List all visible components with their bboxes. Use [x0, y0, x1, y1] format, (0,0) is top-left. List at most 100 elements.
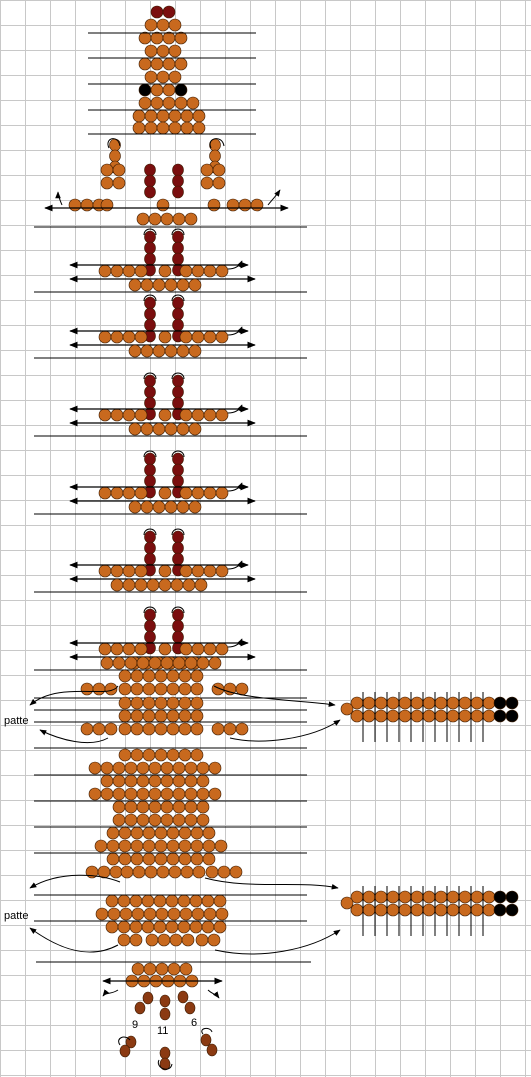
thorax-bead [178, 682, 192, 696]
abdomen-bead [196, 800, 210, 814]
pincer-loop [107, 138, 121, 149]
abdomen-bead [172, 787, 186, 801]
thorax-bead [196, 656, 210, 670]
thorax-bead [154, 722, 168, 736]
body-bead [203, 408, 217, 422]
thorax-bead [117, 894, 131, 908]
abdomen-bead [118, 839, 132, 853]
body-bead [122, 642, 136, 656]
body-bead [191, 642, 205, 656]
leg-bead [144, 307, 156, 321]
body-bead [134, 564, 148, 578]
abdomen-bead [106, 852, 120, 866]
abdomen-bead [112, 761, 126, 775]
head-bead [138, 96, 152, 110]
pincer-bead [209, 149, 221, 163]
pincer-loop [209, 138, 225, 149]
body-bead [100, 198, 114, 212]
leg-strip-bead [458, 890, 472, 904]
thorax-bead [189, 920, 203, 934]
tail-bead [143, 962, 157, 976]
body-bead [122, 330, 136, 344]
body-bead [122, 564, 136, 578]
leg-strip-bead [362, 709, 376, 723]
tail-number-center: 11 [157, 1025, 169, 1037]
thorax-bead [142, 722, 156, 736]
abdomen-bead [184, 813, 198, 827]
abdomen-bead [124, 761, 138, 775]
body-bead [179, 264, 193, 278]
eye-bead [138, 83, 152, 97]
leg-strip-bead [386, 903, 400, 917]
body-bead [110, 264, 124, 278]
thorax-bead [169, 933, 183, 947]
abdomen-bead [136, 813, 150, 827]
body-bead [164, 422, 178, 436]
head-bead [132, 121, 146, 135]
body-bead [158, 486, 172, 500]
abdomen-bead [202, 826, 216, 840]
abdomen-bead [124, 787, 138, 801]
head-bead [180, 121, 194, 135]
pincer-bead [112, 163, 126, 177]
body-bead [134, 642, 148, 656]
body-bead [184, 212, 198, 226]
leg-bead [144, 163, 156, 177]
thorax-bead [211, 682, 225, 696]
body-bead [203, 486, 217, 500]
head-bead [168, 121, 182, 135]
abdomen-bead [166, 852, 180, 866]
thorax-bead [154, 669, 168, 683]
leg-strip-bead [362, 696, 376, 710]
leg-bead [144, 530, 156, 544]
thorax-bead [195, 933, 209, 947]
body-side-bead [226, 198, 240, 212]
abdomen-bead [205, 865, 219, 879]
pincer-bead [112, 176, 126, 190]
body-bead [203, 264, 217, 278]
tail-bead [159, 1007, 171, 1021]
abdomen-bead [160, 787, 174, 801]
leg-bead [144, 185, 156, 199]
thorax-bead [131, 907, 145, 921]
thorax-bead [130, 696, 144, 710]
abdomen-bead [142, 748, 156, 762]
abdomen-bead [190, 748, 204, 762]
leg-strip-bead [398, 709, 412, 723]
head-bead [150, 83, 164, 97]
leg-strip-bead [422, 890, 436, 904]
tail-bead [134, 1001, 146, 1015]
abdomen-bead [156, 865, 170, 879]
head-bead [162, 31, 176, 45]
thorax-bead [178, 669, 192, 683]
thorax-bead [130, 682, 144, 696]
body-bead [98, 264, 112, 278]
head-bead [156, 44, 170, 58]
body-bead [164, 500, 178, 514]
head-bead [168, 70, 182, 84]
thorax-bead [190, 696, 204, 710]
body-bead [176, 422, 190, 436]
body-bead [215, 330, 229, 344]
head-bead [150, 57, 164, 71]
thorax-bead [112, 656, 126, 670]
abdomen-bead [184, 800, 198, 814]
thorax-bead [166, 696, 180, 710]
leg-thread [29, 927, 119, 953]
thorax-bead [191, 907, 205, 921]
leg-tip-bead [493, 903, 507, 917]
thorax-bead [117, 920, 131, 934]
body-bead [98, 564, 112, 578]
abdomen-bead [148, 761, 162, 775]
body-bead [98, 408, 112, 422]
thorax-bead [178, 696, 192, 710]
head-bead [168, 109, 182, 123]
leg-strip-bead [446, 696, 460, 710]
thorax-bead [201, 920, 215, 934]
thorax-bead [189, 894, 203, 908]
leg-strip-bead [470, 903, 484, 917]
abdomen-bead [106, 839, 120, 853]
leg-strip-bead [458, 696, 472, 710]
pincer-bead [100, 176, 114, 190]
